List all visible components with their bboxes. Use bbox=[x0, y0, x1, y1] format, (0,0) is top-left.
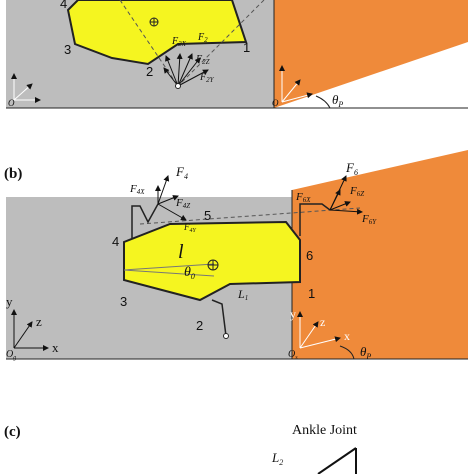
panel-a-axes-right bbox=[279, 65, 313, 103]
panel-b-slope bbox=[292, 150, 468, 359]
panel-b-f4y: F4Y bbox=[183, 222, 197, 234]
panel-a-dash-2 bbox=[177, 0, 265, 87]
panel-a-slope bbox=[274, 0, 468, 108]
panel-b-num-2: 2 bbox=[196, 318, 203, 333]
panel-a-num-3: 3 bbox=[64, 42, 71, 57]
panel-b-z-axis-label: z bbox=[36, 314, 42, 329]
panel-a-theta: θP bbox=[332, 92, 343, 109]
panel-a: 4 3 2 1 F2X F2 F2Z F2Y O O bbox=[6, 0, 468, 109]
panel-a-foot bbox=[66, 0, 248, 66]
panel-b-num-1: 1 bbox=[308, 286, 315, 301]
panel-b-origin-right: Os bbox=[288, 349, 298, 361]
panel-b-num-3: 3 bbox=[120, 294, 127, 309]
panel-b-axis-l2 bbox=[123, 269, 215, 277]
panel-b: (b) 4 5 6 3 2 1 l θ0 L1 F4 F4X F4Z F4Y bbox=[4, 150, 468, 361]
panel-a-f2z: F2Z bbox=[195, 54, 210, 66]
panel-a-contact-point bbox=[175, 83, 181, 89]
panel-b-contact-4 bbox=[131, 203, 159, 238]
panel-b-theta0: θ0 bbox=[184, 265, 195, 281]
panel-c-ankle-label: Ankle Joint bbox=[292, 423, 357, 438]
panel-b-x-axis-label: x bbox=[52, 340, 59, 355]
panel-c-link-diagonal bbox=[317, 447, 357, 474]
panel-a-num-4: 4 bbox=[60, 0, 67, 11]
panel-b-y-axis-label: y bbox=[6, 294, 13, 309]
panel-b-angle-arc bbox=[339, 345, 355, 360]
panel-a-origin-right: O bbox=[272, 98, 279, 108]
panel-a-f2: F2 bbox=[197, 32, 208, 44]
panel-a-force-arrows bbox=[163, 53, 209, 87]
panel-b-f6z: F6Z bbox=[349, 185, 364, 198]
panel-b-reference-dash bbox=[139, 207, 361, 225]
panel-b-f4x: F4X bbox=[129, 183, 145, 196]
panel-b-contact-6 bbox=[299, 203, 331, 236]
panel-b-z2-label: z bbox=[320, 315, 325, 329]
panel-b-contact-point bbox=[223, 333, 229, 339]
panel-b-axes-right bbox=[297, 311, 341, 349]
panel-b-f6x: F6X bbox=[295, 191, 311, 204]
panel-b-axes-left bbox=[11, 309, 49, 351]
panel-b-f4z: F4Z bbox=[175, 197, 190, 210]
panel-b-foot bbox=[123, 220, 301, 302]
panel-b-tag: (b) bbox=[4, 166, 22, 182]
panel-a-num-1: 1 bbox=[243, 40, 250, 55]
panel-a-axes-left bbox=[11, 73, 41, 103]
panel-b-theta: θP bbox=[360, 344, 371, 361]
panel-b-f4: F4 bbox=[175, 164, 188, 181]
panel-a-angle-arc bbox=[315, 95, 331, 109]
panel-b-L1: L1 bbox=[237, 287, 248, 302]
panel-a-origin-left: O bbox=[8, 98, 15, 108]
panel-a-num-2: 2 bbox=[146, 64, 153, 79]
panel-b-contact-2 bbox=[211, 299, 227, 337]
panel-b-num-6: 6 bbox=[306, 248, 313, 263]
panel-b-num-4: 4 bbox=[112, 234, 119, 249]
panel-c-L2: L2 bbox=[271, 450, 283, 467]
panel-b-f6: F6 bbox=[345, 160, 358, 177]
panel-c-tag: (c) bbox=[4, 424, 21, 440]
panel-c: (c) Ankle Joint L2 bbox=[4, 423, 357, 474]
panel-b-axis-l bbox=[123, 263, 215, 271]
panel-b-f6y: F6Y bbox=[361, 213, 377, 226]
panel-b-x2-label: x bbox=[344, 329, 350, 343]
panel-b-y2-label: y bbox=[290, 307, 296, 321]
panel-b-force4-arrows bbox=[155, 175, 187, 221]
panel-b-l: l bbox=[178, 241, 184, 263]
panel-a-f2y: F2Y bbox=[199, 72, 215, 84]
panel-b-force6-arrows bbox=[329, 175, 363, 215]
panel-a-f2x: F2X bbox=[171, 36, 187, 48]
panel-b-origin-left: Og bbox=[6, 349, 16, 361]
panel-b-num-5: 5 bbox=[204, 208, 211, 223]
